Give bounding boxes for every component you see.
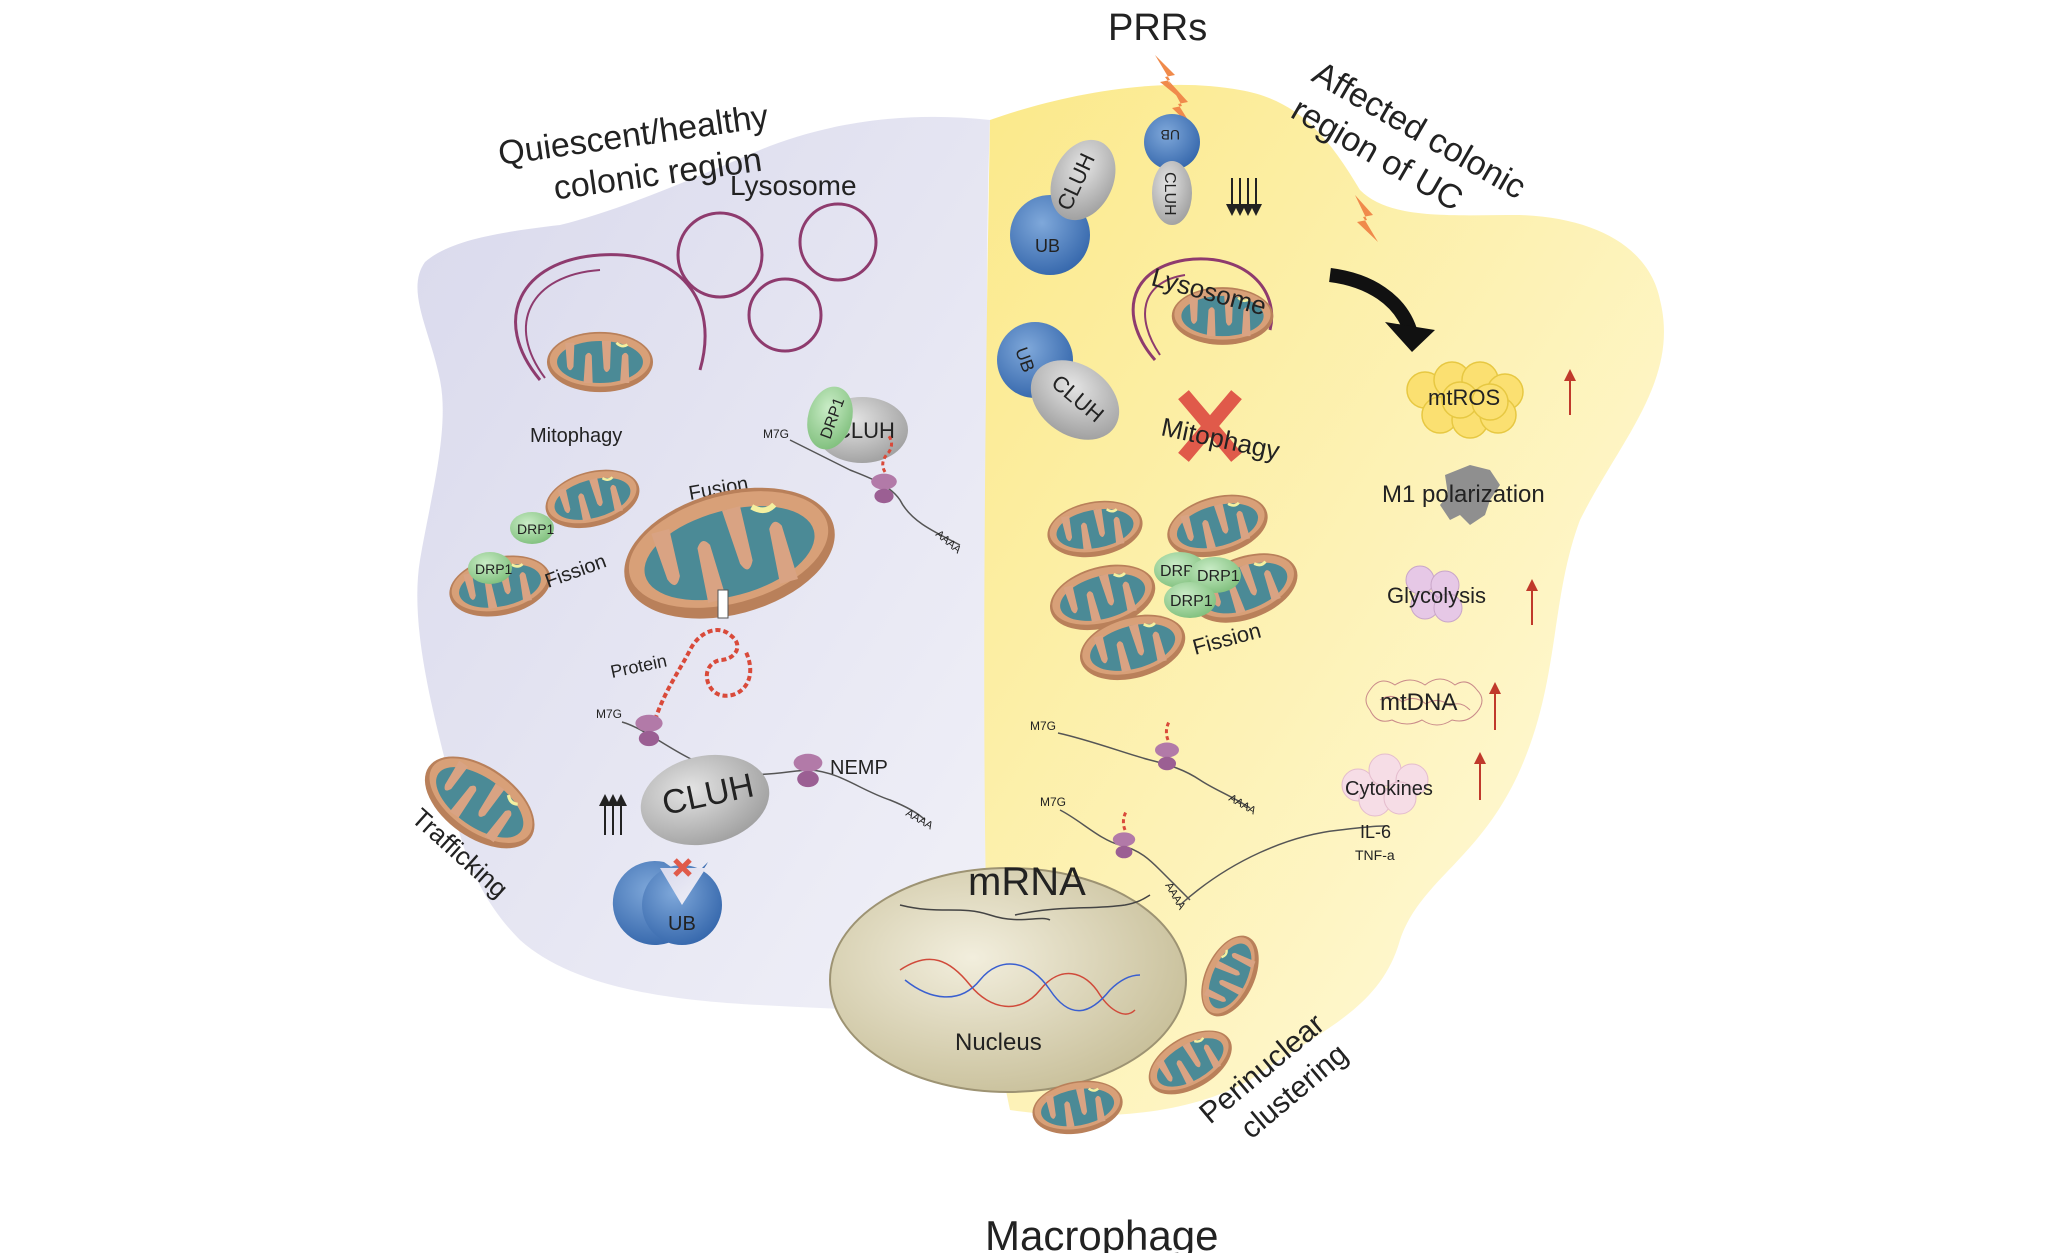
cluh-blob-center <box>640 754 770 846</box>
drp1-label: DRP1 <box>475 561 513 577</box>
tnfa-label: TNF-a <box>1355 847 1395 863</box>
nucleus <box>829 867 1187 1093</box>
cross-icon-mitophagy <box>1178 390 1242 462</box>
ub-label: UB <box>668 913 696 935</box>
il6-label: IL-6 <box>1360 822 1391 842</box>
tom20-tag <box>717 589 729 619</box>
cytokine-connector-line <box>1179 825 1386 906</box>
cross-icon-small <box>673 858 692 877</box>
cluh-blob-mid <box>1030 360 1120 440</box>
mtros-label: mtROS <box>1428 385 1500 410</box>
mrna-label: mRNA <box>968 860 1086 904</box>
drp1-badge <box>1164 582 1216 618</box>
prrs-label: PRRs <box>1108 7 1207 49</box>
glycolysis-label: Glycolysis <box>1387 583 1486 608</box>
nascent-protein <box>1121 809 1129 831</box>
cluh-label: CLUH <box>1161 172 1178 216</box>
cluh-blob-top-2 <box>1152 161 1192 225</box>
m7g-label: M7G <box>1040 795 1066 809</box>
mtros-icon <box>1406 361 1524 439</box>
protein-chain <box>653 628 753 721</box>
drp1-label: DRP1 <box>1197 568 1240 585</box>
cluh-blob-top-1 <box>1050 139 1116 221</box>
up-arrows-cluh <box>599 794 627 835</box>
curved-arrow <box>1328 268 1417 333</box>
nuclear-mrna-2 <box>1014 894 1151 916</box>
nucleus-label: Nucleus <box>955 1029 1042 1056</box>
nascent-protein <box>881 432 894 473</box>
m1-polarization-icon <box>1440 465 1500 525</box>
uc-region <box>984 84 1664 1116</box>
ub-label: UB <box>1161 127 1180 143</box>
drp1-label: DRP1 <box>1170 593 1213 610</box>
m7g-label: M7G <box>1030 719 1056 733</box>
nuclear-mrna-1 <box>899 904 1051 921</box>
lightning-icon <box>1155 55 1378 242</box>
drp1-badge <box>1189 557 1241 593</box>
nascent-protein <box>1164 719 1172 741</box>
lysosome-engulf-arc-right <box>1131 257 1274 361</box>
glycolysis-icon <box>1405 565 1463 623</box>
down-arrows-cluh <box>1226 178 1262 216</box>
drp1-badge-left-1 <box>510 512 554 544</box>
m1-polarization-label: M1 polarization <box>1382 481 1545 508</box>
cytokines-label: Cytokines <box>1345 778 1433 800</box>
mrna-strand-right-2 <box>1059 809 1191 901</box>
dna-strand-red <box>899 958 1136 1015</box>
mtdna-icon <box>1365 678 1483 726</box>
m7g-label: M7G <box>596 707 622 721</box>
mitochondrion-mitophagy-left <box>545 330 655 394</box>
drp1-badge-left-2 <box>468 552 512 584</box>
dna-strand-blue <box>904 963 1141 1012</box>
ub-label: UB <box>1035 236 1060 256</box>
lysosome-vesicles <box>676 202 878 353</box>
m7g-label: M7G <box>763 427 789 441</box>
macrophage-label: Macrophage <box>985 1212 1218 1253</box>
nemp-label: NEMP <box>830 757 888 779</box>
mtdna-label: mtDNA <box>1380 689 1457 716</box>
ub-blob-top-2 <box>1144 114 1200 170</box>
drp1-blob-top-left <box>807 386 853 450</box>
cytokines-icon <box>1341 753 1429 817</box>
lysosome-label-left: Lysosome <box>730 170 857 201</box>
lysosome-engulf-arc <box>514 253 707 381</box>
mitophagy-label-left: Mitophagy <box>530 425 622 447</box>
drp1-label: DRP1 <box>517 521 555 537</box>
